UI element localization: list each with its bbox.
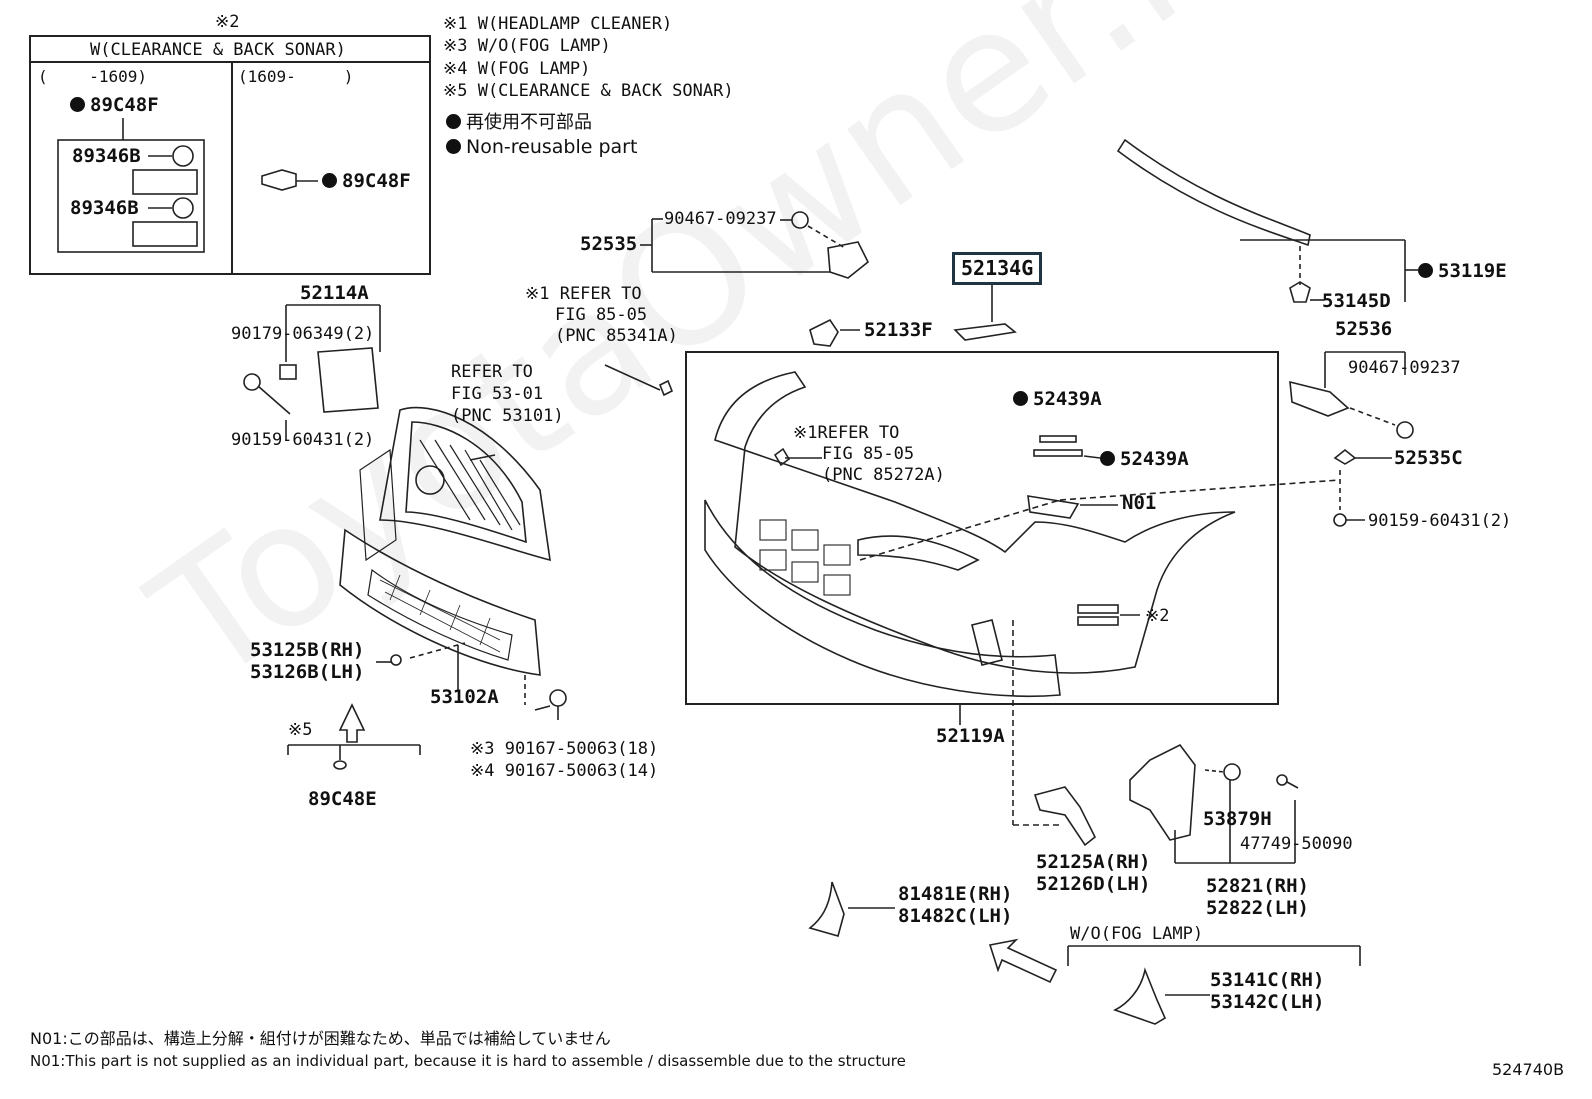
- refer-85272a-line2: FIG 85-05: [822, 444, 915, 464]
- refer-53101-line1: REFER TO: [451, 362, 533, 382]
- part-81481e: 81481E(RH): [898, 883, 1013, 905]
- part-90159-60431-left: 90159-60431(2): [231, 430, 375, 450]
- part-52125a: 52125A(RH): [1036, 851, 1151, 873]
- part-52439a-lower: 52439A: [1100, 450, 1189, 469]
- figure-id: 524740B: [1492, 1060, 1565, 1079]
- part-52536: 52536: [1335, 318, 1393, 340]
- part-52126d: 52126D(LH): [1036, 873, 1151, 895]
- part-52821: 52821(RH): [1206, 875, 1309, 897]
- part-53141c: 53141C(RH): [1210, 969, 1325, 991]
- filled-dot-icon: [446, 114, 461, 129]
- part-52134g: 52134G: [961, 256, 1034, 280]
- legend-nonreusable-en: Non-reusable part: [446, 138, 637, 157]
- part-53125b: 53125B(RH): [250, 639, 365, 661]
- part-53119e: 53119E: [1418, 262, 1507, 281]
- part-90467-09237-right: 90467-09237: [1348, 358, 1461, 378]
- refer-85341a-line1: ※1 REFER TO: [525, 284, 642, 304]
- part-53145d: 53145D: [1322, 290, 1391, 312]
- legend-note-5: ※5 W(CLEARANCE & BACK SONAR): [443, 81, 734, 101]
- filled-dot-icon: [1100, 451, 1115, 466]
- part-52535c: 52535C: [1394, 447, 1463, 469]
- refer-85272a-line1: ※1REFER TO: [793, 423, 900, 443]
- note-n01-en: N01:This part is not supplied as an indi…: [30, 1052, 906, 1070]
- part-52535: 52535: [580, 233, 638, 255]
- filled-dot-icon: [322, 173, 337, 188]
- inset-part-89c48f-left: 89C48F: [70, 96, 159, 115]
- part-n01: N01: [1122, 492, 1157, 514]
- part-52119a: 52119A: [936, 725, 1005, 747]
- part-90179-06349: 90179-06349(2): [231, 324, 375, 344]
- filled-dot-icon: [1418, 263, 1433, 278]
- refer-85341a-line3: (PNC 85341A): [555, 326, 678, 346]
- part-52439a-upper: 52439A: [1013, 390, 1102, 409]
- part-53142c: 53142C(LH): [1210, 991, 1325, 1013]
- part-53102a: 53102A: [430, 686, 499, 708]
- inset-title: W(CLEARANCE & BACK SONAR): [90, 40, 346, 60]
- refer-53101-line3: (PNC 53101): [451, 406, 564, 426]
- wo-fog-lamp-label: W/O(FOG LAMP): [1070, 924, 1204, 944]
- legend-note-3: ※3 W/O(FOG LAMP): [443, 36, 611, 56]
- part-52133f: 52133F: [864, 319, 933, 341]
- mark-5: ※5: [288, 720, 313, 740]
- filled-dot-icon: [1013, 391, 1028, 406]
- inset-part-89346b-a: 89346B: [72, 145, 141, 167]
- refer-53101-line2: FIG 53-01: [451, 384, 544, 404]
- part-89c48e: 89C48E: [308, 788, 377, 810]
- part-53126b: 53126B(LH): [250, 661, 365, 683]
- inset-mark: ※2: [215, 12, 240, 32]
- part-90467-09237-top: 90467-09237: [664, 209, 777, 229]
- legend-nonreusable-en-text: Non-reusable part: [466, 136, 638, 158]
- note-n01-jp: N01:この部品は、構造上分解・組付けが困難なため、単品では補給していません: [30, 1029, 611, 1048]
- refer-85341a-line2: FIG 85-05: [555, 305, 648, 325]
- inset-part-89c48f-right: 89C48F: [322, 172, 411, 191]
- legend-nonreusable-jp: 再使用不可部品: [446, 114, 592, 132]
- part-52114a: 52114A: [300, 282, 369, 304]
- part-90167-50063-18: ※3 90167-50063(18): [470, 739, 659, 759]
- inset-left-range: ( -1609): [38, 67, 148, 86]
- part-53879h: 53879H: [1203, 808, 1272, 830]
- part-81482c: 81482C(LH): [898, 905, 1013, 927]
- inset-part-89346b-b: 89346B: [70, 197, 139, 219]
- highlighted-part-52134g[interactable]: 52134G: [952, 252, 1043, 285]
- part-47749-50090: 47749-50090: [1240, 834, 1353, 854]
- mark-2: ※2: [1145, 606, 1170, 626]
- part-52822: 52822(LH): [1206, 897, 1309, 919]
- part-90159-60431-right: 90159-60431(2): [1368, 511, 1512, 531]
- refer-85272a-line3: (PNC 85272A): [822, 465, 945, 485]
- inset-right-range: (1609- ): [238, 67, 354, 86]
- filled-dot-icon: [70, 97, 85, 112]
- legend-nonreusable-jp-text: 再使用不可部品: [466, 112, 592, 133]
- legend-note-1: ※1 W(HEADLAMP CLEANER): [443, 14, 673, 34]
- part-90167-50063-14: ※4 90167-50063(14): [470, 761, 659, 781]
- filled-dot-icon: [446, 139, 461, 154]
- legend-note-4: ※4 W(FOG LAMP): [443, 59, 591, 79]
